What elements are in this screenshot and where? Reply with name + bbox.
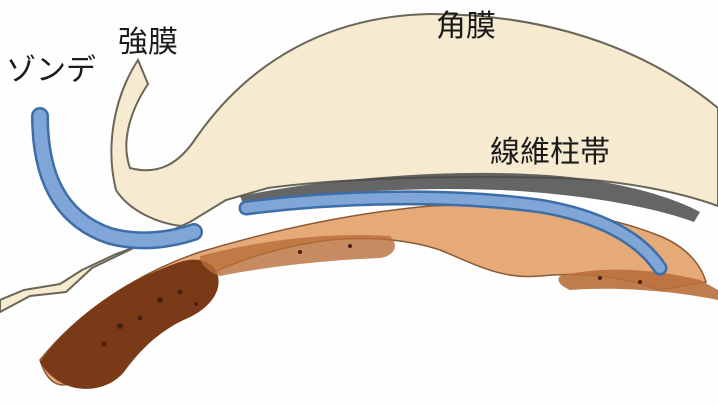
cornea-label: 角膜 [436,12,496,42]
trabecular-meshwork-label: 線維柱帯 [490,138,610,168]
probe-label: ゾンデ [6,56,96,86]
sclera-label: 強膜 [118,28,178,58]
